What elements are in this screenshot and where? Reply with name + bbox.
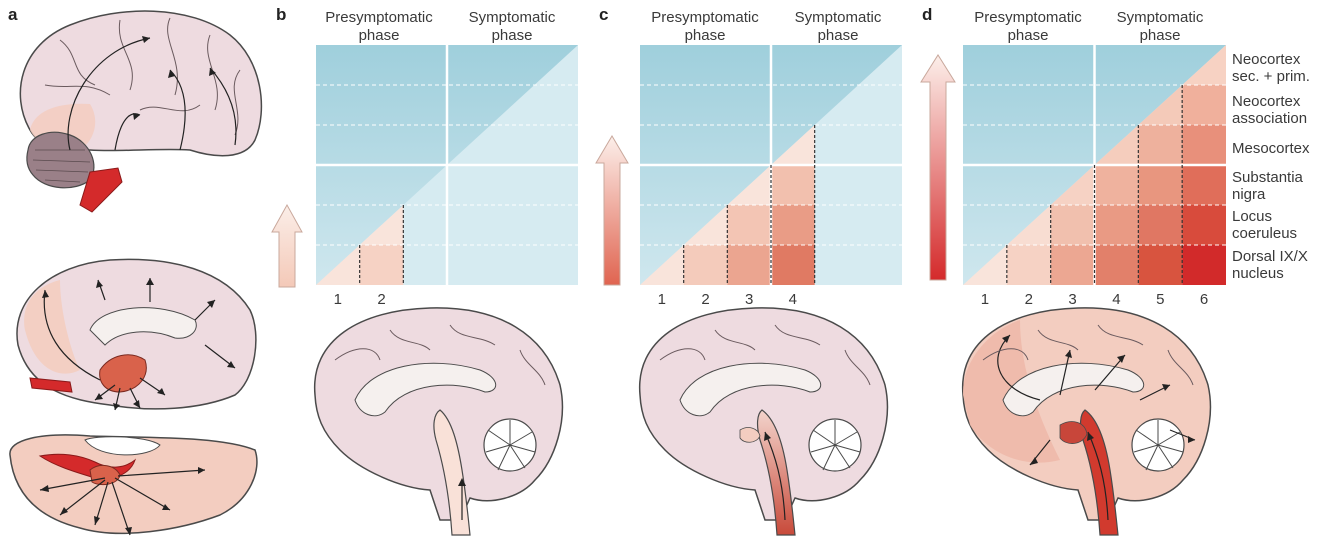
stage-6-cell-5-d <box>1182 85 1226 125</box>
panel-a-letter: a <box>8 5 18 24</box>
stage-5-cell-4-d <box>1138 125 1183 165</box>
stage-6-cell-6-d <box>1182 45 1226 85</box>
panel-b-symptomatic-line1: Symptomatic <box>469 9 556 26</box>
stage-number-1-c: 1 <box>658 291 666 308</box>
stage-number-1-b: 1 <box>334 291 342 308</box>
stage-6-cell-3-d <box>1182 165 1226 205</box>
panel-b-sagittal-brain <box>314 307 564 536</box>
stage-3-cell-1-c <box>727 245 771 285</box>
stage-number-3-d: 3 <box>1068 291 1076 308</box>
region-3-line1: Mesocortex <box>1232 140 1310 157</box>
stage-number-6-d: 6 <box>1200 291 1208 308</box>
region-4-line1: Substantia <box>1232 169 1304 186</box>
stage-2-cell-1-d <box>1006 245 1051 285</box>
panel-c-progression-arrow <box>595 135 629 286</box>
stage-number-4-d: 4 <box>1112 291 1120 308</box>
panel-b-presymptomatic-line1: Presymptomatic <box>325 9 433 26</box>
stage-5-cell-2-d <box>1138 205 1183 245</box>
stage-4-cell-2-c <box>771 205 815 245</box>
panel-d-progression-arrow <box>920 54 956 281</box>
stage-number-4-c: 4 <box>789 291 797 308</box>
panel-b-symptomatic-line2: phase <box>492 27 533 44</box>
stage-2-cell-1-b <box>359 245 404 285</box>
stage-number-1-d: 1 <box>981 291 989 308</box>
stage-3-cell-3-c <box>727 165 771 205</box>
stage-5-cell-5-d <box>1138 85 1183 125</box>
panel-d-symptomatic-line2: phase <box>1140 27 1181 44</box>
panel-d-sagittal-brain <box>962 307 1212 536</box>
stage-2-cell-1-c <box>683 245 728 285</box>
panel-b-presymptomatic-line2: phase <box>359 27 400 44</box>
stage-4-cell-3-d <box>1094 165 1139 205</box>
stage-number-2-c: 2 <box>701 291 709 308</box>
stage-4-cell-2-d <box>1094 205 1139 245</box>
stage-number-2-b: 2 <box>377 291 385 308</box>
stage-3-cell-3-d <box>1050 165 1095 205</box>
stage-5-cell-1-d <box>1138 245 1183 285</box>
panel-c-letter: c <box>599 5 608 24</box>
stage-3-cell-1-d <box>1050 245 1095 285</box>
stage-4-cell-4-c <box>771 125 815 165</box>
stage-1-cell-1-c <box>640 245 684 285</box>
panel-b-progression-arrow <box>271 203 303 288</box>
region-4-line2: nigra <box>1232 186 1266 203</box>
stage-6-cell-4-d <box>1182 125 1226 165</box>
stage-6-cell-2-d <box>1182 205 1226 245</box>
stage-6-cell-1-d <box>1182 245 1226 285</box>
stage-number-3-c: 3 <box>745 291 753 308</box>
region-6-line1: Dorsal IX/X <box>1232 248 1308 265</box>
panel-c-presymptomatic-line1: Presymptomatic <box>651 9 759 26</box>
panel-a-medial-brain <box>16 258 257 411</box>
panel-c-sagittal-brain <box>639 307 889 536</box>
stage-1-cell-1-d <box>963 245 1007 285</box>
panel-d-chart: 1 2 3 4 5 6 <box>963 45 1226 308</box>
stage-number-5-d: 5 <box>1156 291 1164 308</box>
region-2-line1: Neocortex <box>1232 93 1301 110</box>
stage-2-cell-2-c <box>683 205 728 245</box>
region-1-line2: sec. + prim. <box>1232 68 1310 85</box>
panel-d-symptomatic-line1: Symptomatic <box>1117 9 1204 26</box>
stage-4-cell-4-d <box>1094 125 1139 165</box>
stage-number-2-d: 2 <box>1025 291 1033 308</box>
panel-a-lateral-brain <box>19 10 263 213</box>
panel-c-symptomatic-line2: phase <box>818 27 859 44</box>
stage-3-cell-2-d <box>1050 205 1095 245</box>
region-5-line2: coeruleus <box>1232 225 1297 242</box>
stage-2-cell-2-b <box>359 205 404 245</box>
stage-4-cell-1-d <box>1094 245 1139 285</box>
stage-3-cell-2-c <box>727 205 771 245</box>
stage-1-cell-1-b <box>316 245 360 285</box>
panel-d-presymptomatic-line2: phase <box>1008 27 1049 44</box>
region-labels: Neocortex sec. + prim. Neocortex associa… <box>1232 51 1310 282</box>
stage-5-cell-3-d <box>1138 165 1183 205</box>
region-5-line1: Locus <box>1232 208 1272 225</box>
panel-d-letter: d <box>922 5 932 24</box>
region-1-line1: Neocortex <box>1232 51 1301 68</box>
stage-2-cell-2-d <box>1006 205 1051 245</box>
panel-b-letter: b <box>276 5 286 24</box>
stage-4-cell-1-c <box>771 245 815 285</box>
region-6-line2: nucleus <box>1232 265 1284 282</box>
stage-4-cell-3-c <box>771 165 815 205</box>
panel-d-presymptomatic-line1: Presymptomatic <box>974 9 1082 26</box>
panel-c-presymptomatic-line2: phase <box>685 27 726 44</box>
panel-a-ventral-brain <box>9 434 258 536</box>
panel-c-symptomatic-line1: Symptomatic <box>795 9 882 26</box>
panel-c-chart: 1 2 3 4 <box>640 45 902 308</box>
region-2-line2: association <box>1232 110 1307 127</box>
